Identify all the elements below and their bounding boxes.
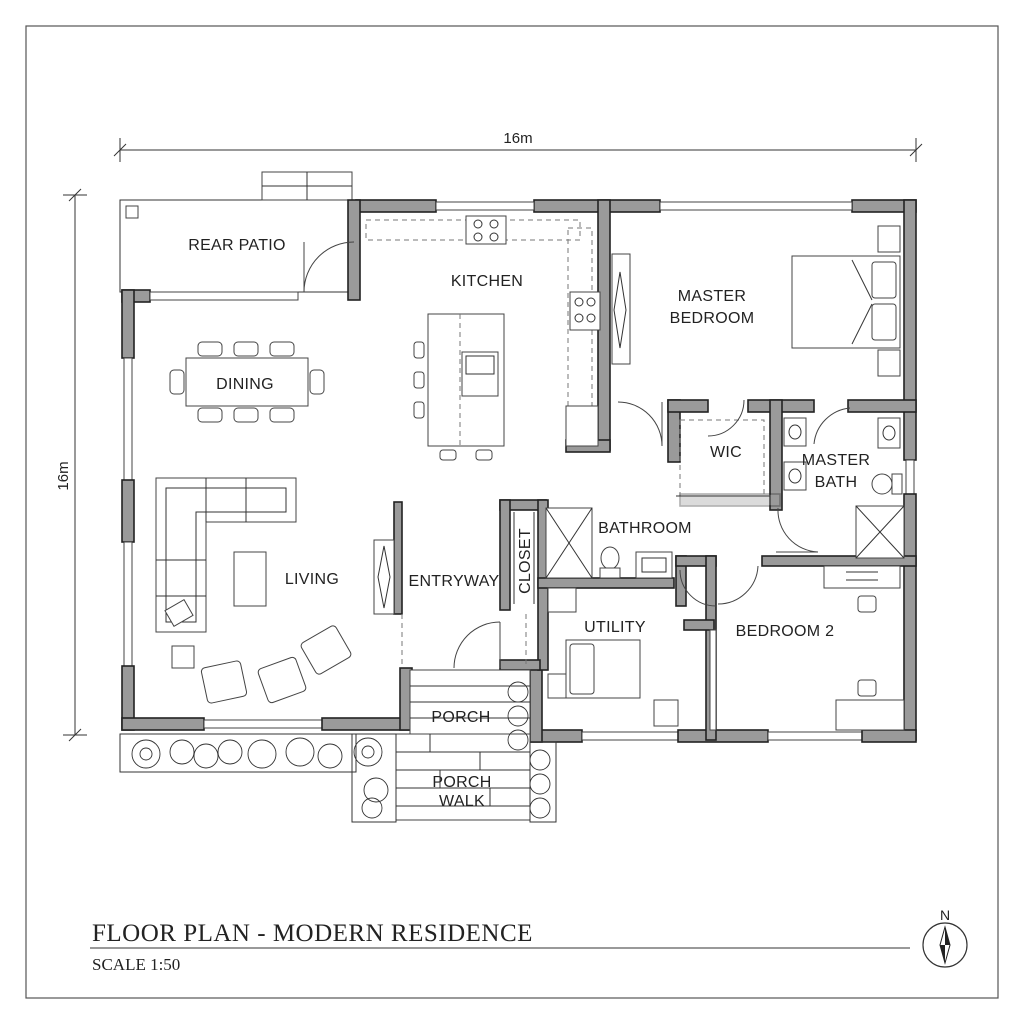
desk bbox=[823, 565, 901, 589]
label-entryway: ENTRYWAY bbox=[408, 573, 499, 590]
closet-fixtures bbox=[513, 512, 535, 604]
patio-post bbox=[125, 205, 139, 219]
label-master-bath-2: BATH bbox=[815, 474, 858, 491]
label-master-bedroom-1: MASTER bbox=[678, 288, 746, 305]
width-dimension: 16m bbox=[113, 130, 923, 162]
room-labels: REAR PATIO KITCHEN MASTER BEDROOM DINING… bbox=[188, 237, 870, 810]
label-closet: CLOSET bbox=[517, 528, 534, 594]
master-bath-fixtures bbox=[783, 417, 905, 559]
label-kitchen: KITCHEN bbox=[451, 273, 523, 290]
bathroom-sink bbox=[635, 551, 673, 579]
north-label: N bbox=[940, 907, 950, 923]
label-living: LIVING bbox=[285, 571, 339, 588]
width-dimension-label: 16m bbox=[503, 130, 532, 147]
master-dresser bbox=[611, 253, 631, 365]
toilet bbox=[600, 546, 620, 570]
label-bedroom-2: BEDROOM 2 bbox=[736, 623, 835, 640]
interior-walls bbox=[393, 199, 917, 741]
coffee-table bbox=[233, 551, 267, 607]
living-furniture bbox=[155, 477, 395, 704]
label-wic: WIC bbox=[710, 444, 742, 461]
doors bbox=[303, 241, 851, 669]
refrigerator bbox=[565, 405, 599, 447]
porch bbox=[119, 669, 557, 823]
master-bedroom-furniture bbox=[611, 225, 901, 377]
dining-table bbox=[169, 341, 325, 423]
tv-console bbox=[373, 539, 395, 615]
label-rear-patio: REAR PATIO bbox=[188, 237, 286, 254]
label-utility: UTILITY bbox=[584, 619, 646, 636]
label-bathroom: BATHROOM bbox=[598, 520, 692, 537]
bedroom-2-furniture bbox=[709, 565, 905, 731]
armchair-1 bbox=[200, 660, 248, 704]
armchair-2 bbox=[257, 656, 307, 704]
wic-fixtures bbox=[676, 419, 770, 497]
range bbox=[569, 291, 601, 331]
depth-dimension: 16m bbox=[55, 188, 87, 742]
north-arrow-icon: N bbox=[922, 907, 968, 968]
armchair-3 bbox=[300, 625, 352, 675]
label-porch: PORCH bbox=[431, 709, 490, 726]
label-master-bedroom-2: BEDROOM bbox=[670, 310, 755, 327]
master-toilet bbox=[871, 473, 893, 495]
title-block: FLOOR PLAN - MODERN RESIDENCE SCALE 1:50 bbox=[90, 920, 910, 974]
kitchen-fixtures bbox=[365, 215, 601, 461]
bathroom-fixtures bbox=[545, 507, 673, 579]
cooktop bbox=[465, 215, 507, 245]
landscape-plants bbox=[131, 681, 551, 819]
label-dining: DINING bbox=[216, 376, 274, 393]
depth-dimension-label: 16m bbox=[55, 461, 72, 490]
label-porch-walk-1: PORCH bbox=[432, 774, 491, 791]
label-porch-walk-2: WALK bbox=[439, 793, 485, 810]
utility-fixtures bbox=[547, 587, 679, 727]
label-master-bath-1: MASTER bbox=[802, 452, 870, 469]
plan-title: FLOOR PLAN - MODERN RESIDENCE bbox=[92, 920, 533, 947]
plan-scale: SCALE 1:50 bbox=[92, 955, 180, 974]
